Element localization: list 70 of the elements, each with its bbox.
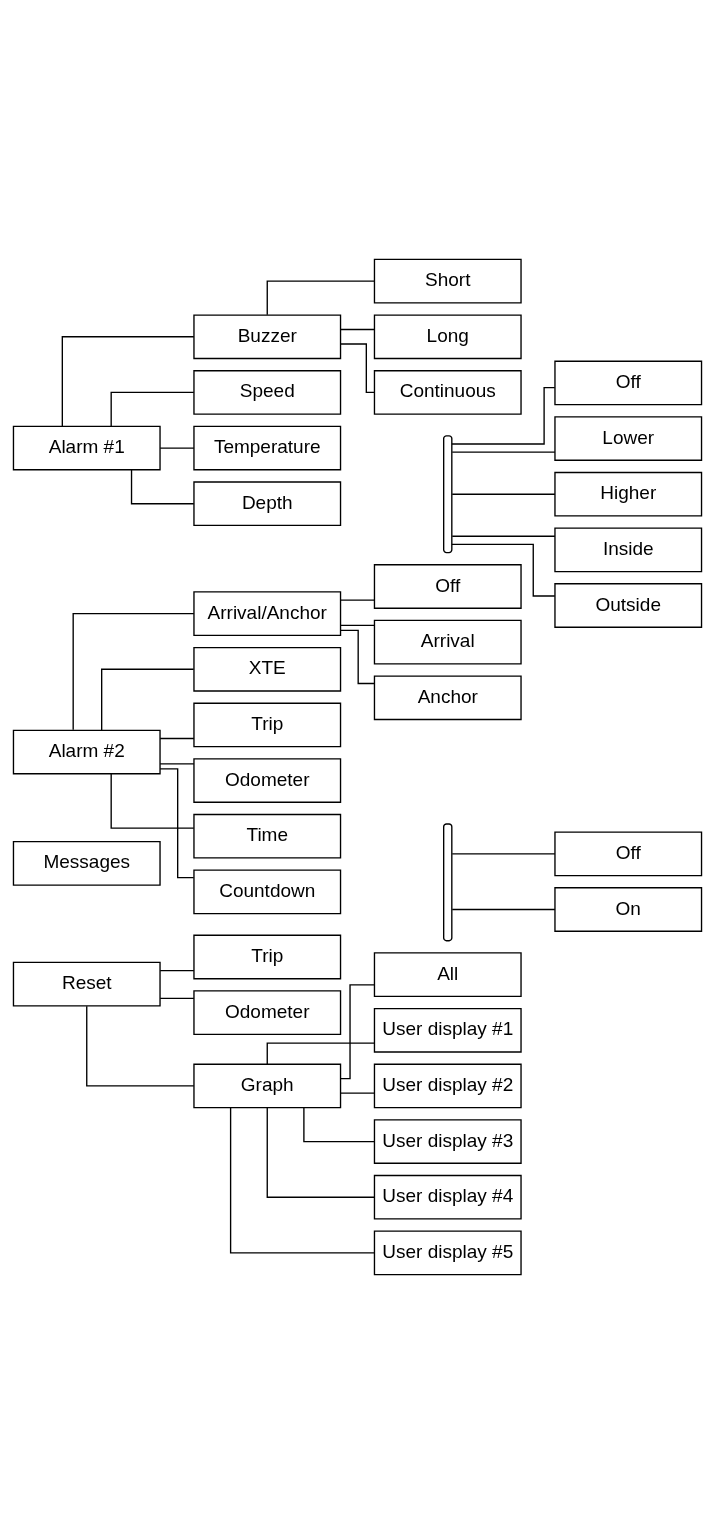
connector [61, 335, 195, 427]
connector [159, 969, 195, 971]
node-box: Alarm #2 [12, 729, 161, 774]
connector [339, 983, 375, 1079]
connector [451, 535, 556, 537]
connector [159, 997, 195, 999]
connector [159, 767, 195, 878]
connector [101, 668, 195, 731]
node-box: Reset [12, 961, 161, 1007]
connector [451, 908, 556, 910]
node-box: User display #3 [373, 1118, 522, 1164]
node-box: Long [373, 313, 522, 359]
node-box: Temperature [193, 425, 342, 470]
node-brace [443, 434, 453, 553]
node-box: User display #1 [373, 1007, 522, 1053]
connector [86, 1005, 195, 1087]
connector [110, 391, 195, 427]
node-box: Buzzer [193, 313, 342, 359]
connector [340, 342, 376, 393]
node-box: Off [554, 360, 703, 405]
node-box: Alarm #1 [12, 425, 161, 470]
node-box: User display #5 [373, 1229, 522, 1275]
node-box: All [373, 951, 522, 997]
node-box: Trip [193, 934, 342, 979]
node-box: Odometer [193, 757, 342, 803]
node-box: Arrival [373, 619, 522, 665]
node-box: Anchor [373, 674, 522, 720]
connector [340, 328, 376, 330]
connector [340, 1092, 376, 1094]
node-box: Trip [193, 702, 342, 747]
connector [451, 386, 556, 445]
connector [159, 762, 195, 764]
connector [159, 446, 195, 449]
connector [451, 543, 556, 597]
connector [130, 468, 195, 504]
connector [72, 612, 195, 730]
node-box: User display #2 [373, 1063, 522, 1108]
connector [339, 629, 375, 684]
node-box: Off [554, 830, 703, 876]
connector [110, 772, 195, 829]
node-box: Speed [193, 369, 342, 415]
node-box: Time [193, 813, 342, 859]
node-box: Off [373, 563, 522, 609]
node-box: Continuous [373, 369, 522, 415]
node-box: Odometer [193, 989, 342, 1035]
connector [159, 737, 195, 739]
connector [451, 852, 556, 855]
connector [266, 1042, 375, 1065]
node-box: Outside [554, 582, 703, 628]
node-box: On [554, 886, 703, 932]
node-box: Lower [554, 415, 703, 461]
node-box: Graph [193, 1063, 342, 1108]
node-box: Depth [193, 480, 342, 526]
connector [303, 1106, 375, 1142]
connector [340, 624, 376, 626]
node-box: Inside [554, 526, 703, 572]
connector [266, 1106, 375, 1198]
connector [340, 598, 376, 601]
connector [229, 1106, 375, 1254]
node-box: Messages [12, 840, 161, 886]
connector [266, 279, 375, 315]
node-box: XTE [193, 646, 342, 692]
node-box: Countdown [193, 868, 342, 914]
node-box: Higher [554, 471, 703, 517]
node-box: Short [373, 258, 522, 304]
connector [451, 450, 556, 453]
connector [451, 493, 556, 495]
node-box: Arrival/Anchor [193, 590, 342, 636]
node-box: User display #4 [373, 1174, 522, 1220]
node-brace [443, 822, 453, 941]
